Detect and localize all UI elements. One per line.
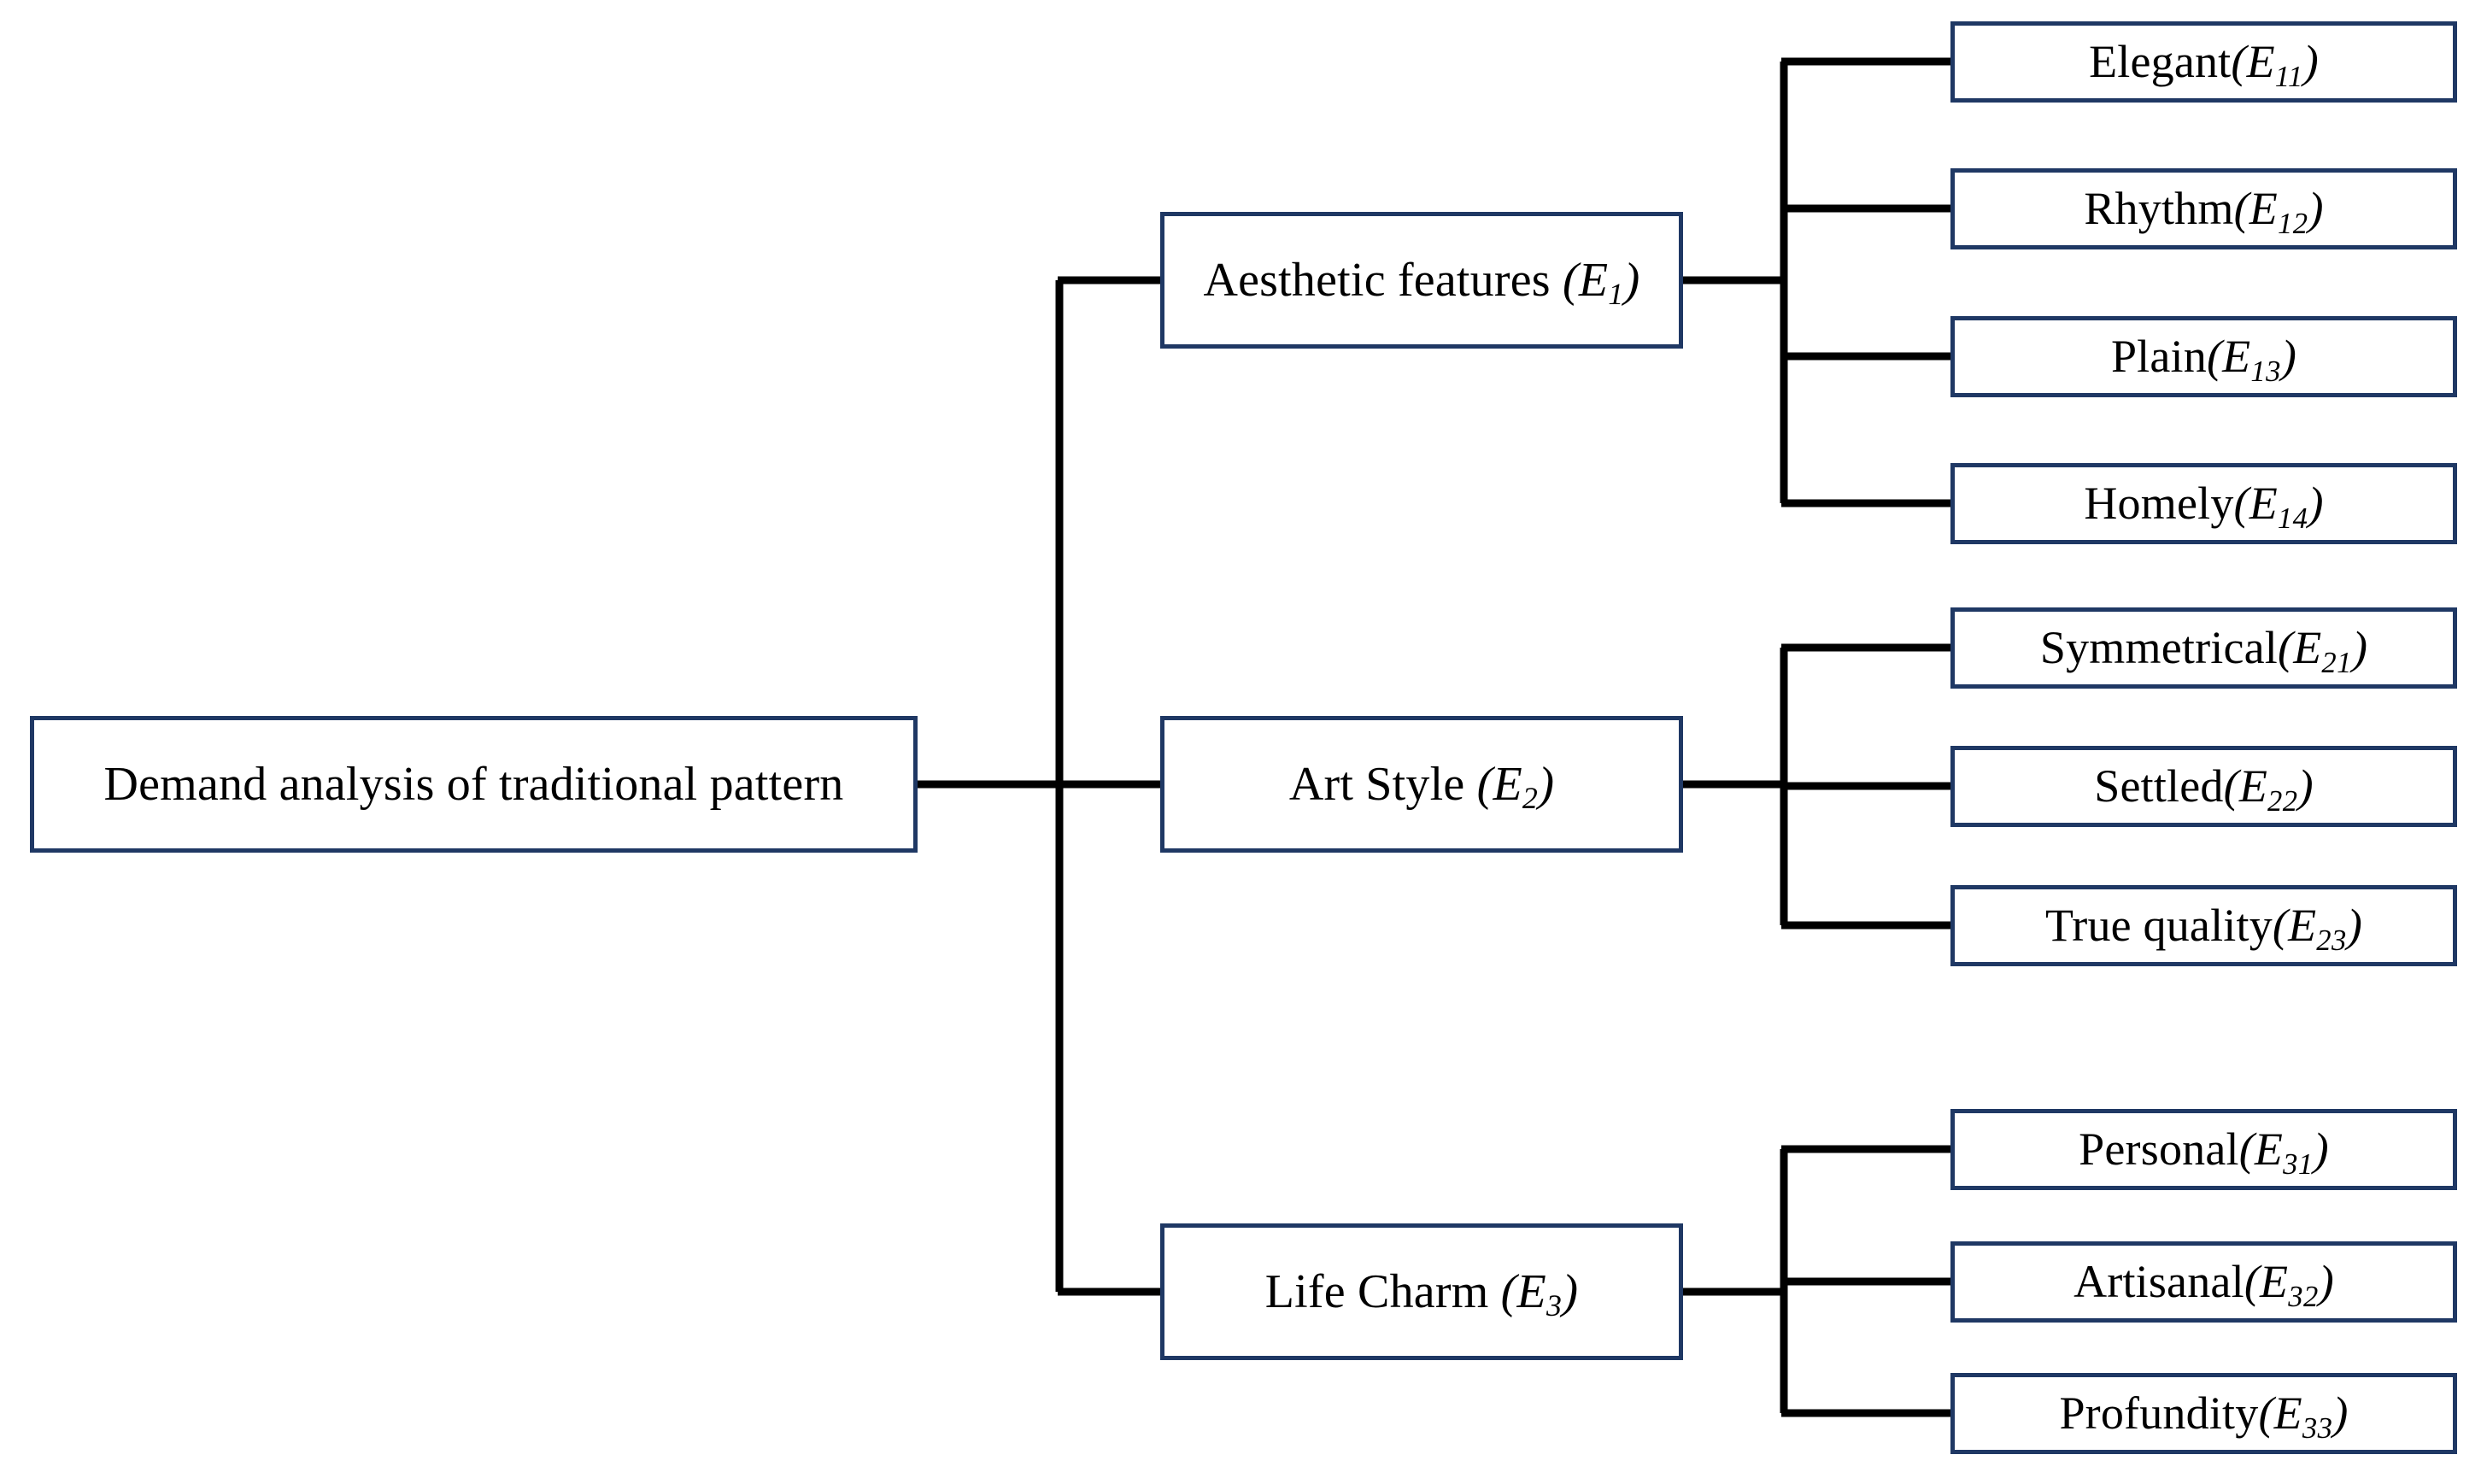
node-leaf-plain[interactable]: Plain(E13)	[1950, 316, 2457, 397]
node-branch-art-style[interactable]: Art Style (E2)	[1160, 716, 1683, 853]
node-leaf-3-3-label: Profundity(E33)	[2059, 1387, 2349, 1445]
node-branch-life-charm[interactable]: Life Charm (E3)	[1160, 1223, 1683, 1360]
node-leaf-rhythm[interactable]: Rhythm(E12)	[1950, 168, 2457, 249]
node-branch-3-label: Life Charm (E3)	[1264, 1264, 1579, 1323]
node-leaf-2-3-label: True quality(E23)	[2044, 900, 2363, 957]
node-branch-aesthetic-features[interactable]: Aesthetic features (E1)	[1160, 212, 1683, 349]
node-leaf-3-1-label: Personal(E31)	[2079, 1123, 2329, 1181]
node-root-label: Demand analysis of traditional pattern	[103, 757, 844, 811]
node-leaf-symmetrical[interactable]: Symmetrical(E21)	[1950, 607, 2457, 689]
node-leaf-1-2-label: Rhythm(E12)	[2084, 183, 2324, 240]
node-leaf-homely[interactable]: Homely(E14)	[1950, 463, 2457, 544]
node-root[interactable]: Demand analysis of traditional pattern	[30, 716, 918, 853]
node-leaf-2-1-label: Symmetrical(E21)	[2039, 622, 2368, 679]
node-leaf-1-3-label: Plain(E13)	[2110, 331, 2297, 388]
node-leaf-true-quality[interactable]: True quality(E23)	[1950, 885, 2457, 966]
node-leaf-3-2-label: Artisanal(E32)	[2073, 1256, 2334, 1313]
node-leaf-elegant[interactable]: Elegant(E11)	[1950, 21, 2457, 103]
node-leaf-settled[interactable]: Settled(E22)	[1950, 746, 2457, 827]
node-leaf-1-1-label: Elegant(E11)	[2089, 36, 2319, 93]
node-leaf-1-4-label: Homely(E14)	[2084, 478, 2324, 535]
node-leaf-personal[interactable]: Personal(E31)	[1950, 1109, 2457, 1190]
node-leaf-2-2-label: Settled(E22)	[2094, 760, 2314, 818]
node-branch-2-label: Art Style (E2)	[1288, 757, 1555, 816]
node-branch-1-label: Aesthetic features (E1)	[1203, 253, 1640, 312]
node-leaf-artisanal[interactable]: Artisanal(E32)	[1950, 1241, 2457, 1323]
node-leaf-profundity[interactable]: Profundity(E33)	[1950, 1373, 2457, 1454]
